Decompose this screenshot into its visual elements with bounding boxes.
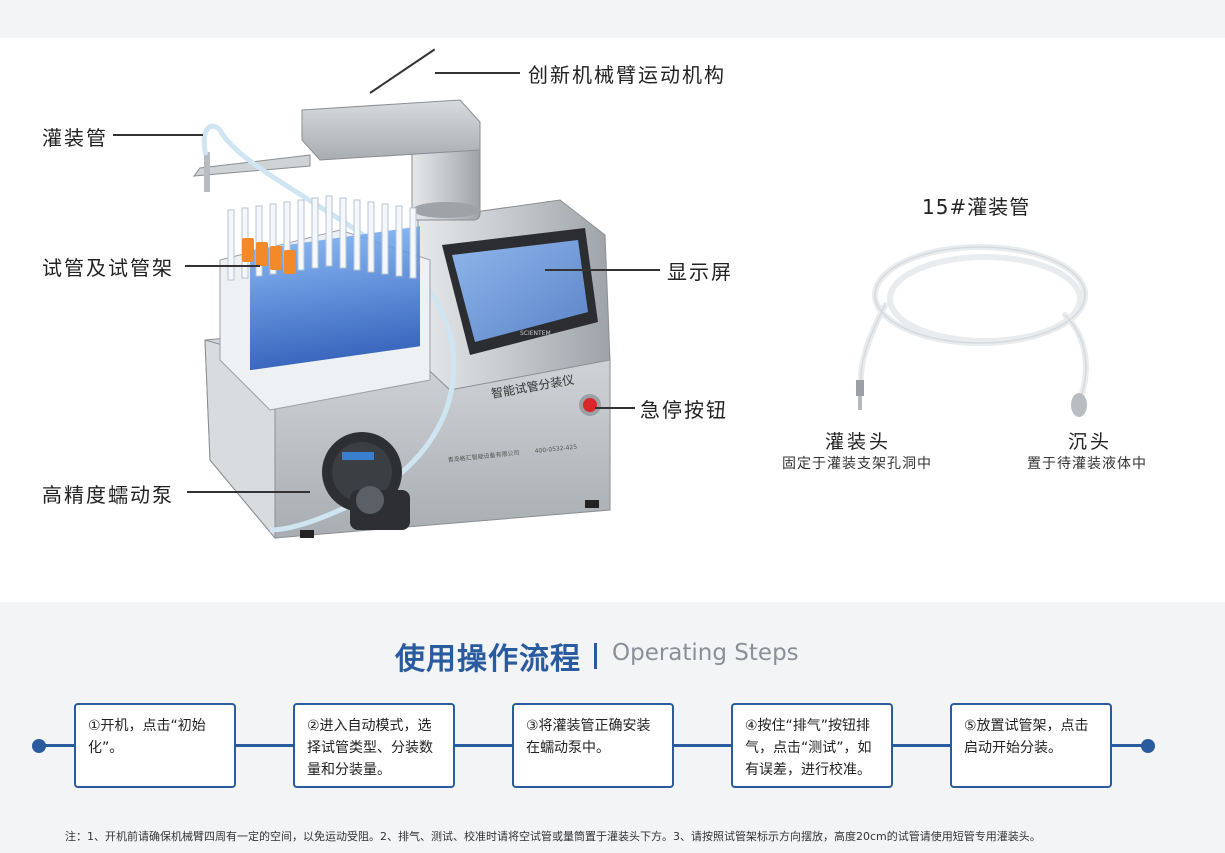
right-end-label: 沉头: [1067, 431, 1112, 453]
steps-subtitle: Operating Steps: [612, 640, 799, 666]
step-3: ③将灌装管正确安装在蠕动泵中。: [512, 703, 674, 788]
callout-filling-tube: 灌装管: [42, 126, 108, 150]
step-5: ⑤放置试管架，点击启动开始分装。: [950, 703, 1112, 788]
step-2: ②进入自动模式，选择试管类型、分装数量和分装量。: [293, 703, 455, 788]
tube-detail-title: 15#灌装管: [922, 195, 1031, 219]
steps-title: 使用操作流程: [395, 642, 581, 677]
estop-button-icon: [583, 398, 597, 412]
timeline-end-dot: [1141, 739, 1155, 753]
callout-estop: 急停按钮: [640, 398, 728, 422]
filling-tube-leader: [113, 134, 203, 136]
footnote: 注：1、开机前请确保机械臂四周有一定的空间，以免运动受阻。2、排气、测试、校准时…: [65, 830, 1041, 843]
arm-leader-h: [435, 72, 520, 74]
machine-illustration: SCIENTEM 智能试管分装仪 青岛格汇智能设备有限公司 400-0532-4…: [192, 99, 611, 540]
sinker-head-icon: [1071, 393, 1087, 417]
timeline-start-dot: [32, 739, 46, 753]
right-end-sub: 置于待灌装液体中: [1027, 456, 1147, 472]
step-1: ①开机，点击“初始化”。: [74, 703, 236, 788]
top-strip: [0, 0, 1225, 38]
display-leader: [545, 269, 660, 271]
callout-display: 显示屏: [667, 260, 733, 284]
step-4: ④按住“排气”按钮排气，点击“测试”，如有误差，进行校准。: [731, 703, 893, 788]
filling-head-icon: [856, 380, 864, 396]
tubes-rack-leader: [185, 265, 260, 267]
pump: [322, 432, 410, 530]
estop-leader: [595, 407, 635, 409]
callout-arm: 创新机械臂运动机构: [528, 63, 726, 87]
left-end-label: 灌装头: [824, 431, 891, 453]
filling-tube-illustration: [856, 244, 1089, 417]
hotline-text: 400-0532-425: [534, 444, 577, 455]
title-divider: [594, 643, 597, 669]
pump-leader: [187, 491, 310, 493]
screen-logo: SCIENTEM: [520, 330, 551, 337]
callout-tubes-rack: 试管及试管架: [42, 256, 174, 280]
left-end-sub: 固定于灌装支架孔洞中: [782, 456, 932, 472]
callout-pump: 高精度蠕动泵: [42, 483, 174, 507]
